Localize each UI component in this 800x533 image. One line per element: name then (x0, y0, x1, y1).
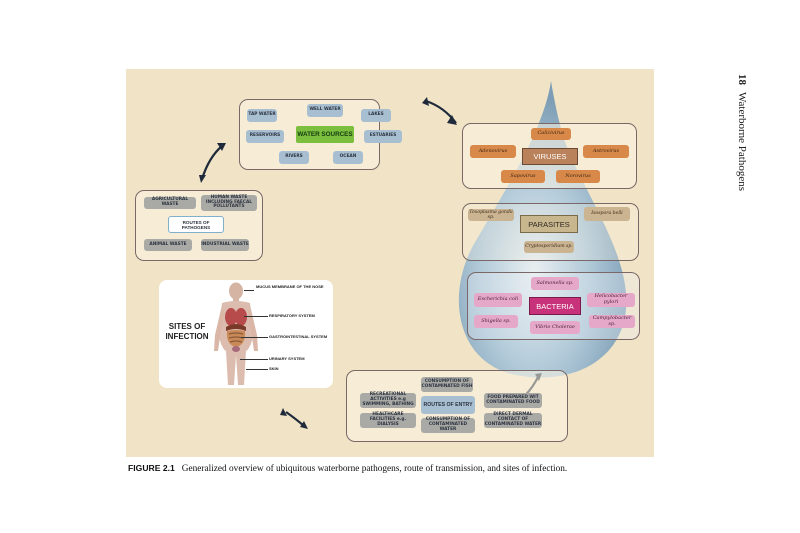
viruses-hub: VIRUSES (522, 148, 578, 165)
pathogen-route-industrial-waste: INDUSTRIAL WASTE (201, 239, 249, 251)
parasite-cryptosporidium: Cryptosporidium sp. (524, 241, 574, 253)
figure-caption: FIGURE 2.1 Generalized overview of ubiqu… (128, 463, 668, 474)
bacteria-shigella: Shigella sp. (474, 315, 518, 328)
entry-healthcare-facilities: HEALTHCARE FACILITIES e.g. DIALYSIS (360, 412, 416, 428)
site-label-urinary: URINARY SYSTEM (269, 356, 305, 361)
water-source-well-water: WELL WATER (307, 104, 343, 117)
bacteria-hub: BACTERIA (529, 297, 581, 315)
page-number: 18 (736, 74, 748, 85)
virus-norovirus: Norovirus (556, 170, 600, 183)
entry-contaminated-fish: CONSUMPTION OF CONTAMINATED FISH (421, 377, 473, 392)
leader-line-urinary (240, 359, 268, 360)
water-source-ocean: OCEAN (333, 151, 363, 164)
figure-panel: TAP WATER WELL WATER LAKES RESERVOIRS WA… (126, 69, 654, 457)
bacteria-helicobacter-pylori: Helicobacter pylori (587, 293, 635, 307)
sites-title-line1: SITES OF (168, 322, 206, 331)
entry-dermal-contact: DIRECT DERMAL CONTACT OF CONTAMINATED WA… (484, 412, 542, 428)
virus-astrovirus: Astrovirus (583, 145, 629, 158)
water-source-lakes: LAKES (361, 109, 391, 122)
virus-calicivirus: Calicivirus (531, 128, 571, 140)
bacteria-escherichia-coli: Escherichia coli (474, 293, 522, 307)
site-label-skin: SKIN (269, 366, 279, 371)
site-label-gastrointestinal: GASTROINTESTINAL SYSTEM (269, 334, 328, 339)
leader-line-nose (244, 290, 254, 291)
sites-of-infection-title: SITES OF INFECTION (164, 322, 210, 343)
virus-sapovirus: Sapovirus (501, 170, 545, 183)
water-source-tap-water: TAP WATER (247, 109, 277, 122)
routes-of-pathogens-hub: ROUTES OF PATHOGENS (168, 216, 224, 233)
site-label-respiratory: RESPIRATORY SYSTEM (269, 313, 315, 318)
routes-of-entry-hub: ROUTES OF ENTRY (421, 396, 475, 414)
parasite-toxoplasma: Toxoplasma gondii sp. (468, 209, 514, 221)
human-body-illustration (214, 282, 258, 385)
water-source-reservoirs: RESERVOIRS (246, 130, 284, 143)
water-source-estuaries: ESTUARIES (364, 130, 402, 143)
parasites-hub: PARASITES (520, 215, 578, 233)
water-source-rivers: RIVERS (279, 151, 309, 164)
pathogen-route-animal-waste: ANIMAL WASTE (144, 239, 192, 251)
water-sources-hub: WATER SOURCES (296, 126, 354, 143)
leader-line-respiratory (244, 316, 268, 317)
sites-title-line2: INFECTION (165, 332, 209, 342)
pathogen-route-human-waste: HUMAN WASTE INCLUDING FAECAL POLLUTANTS (201, 195, 257, 211)
entry-contaminated-water: CONSUMPTION OF CONTAMINATED WATER (421, 417, 475, 433)
entry-recreational-activities: RECREATIONAL ACTIVITIES e.g SWIMMING, BA… (360, 392, 416, 408)
running-header: 18Waterborne Pathogens (736, 74, 748, 191)
entry-food-prepared: FOOD PREPARED WIT CONTAMINATED FOOD (484, 393, 542, 408)
virus-adenovirus: Adenovirus (470, 145, 516, 158)
pathogen-route-agricultural-waste: AGRICULTURAL WASTE (144, 197, 196, 209)
running-header-text: Waterborne Pathogens (736, 92, 748, 191)
bacteria-salmonella: Salmonella sp. (531, 277, 579, 290)
leader-line-skin (246, 369, 268, 370)
site-label-nose: MUCUS MEMBRANE OF THE NOSE (256, 284, 324, 289)
parasite-isospora-belli: Isospora belli (584, 207, 630, 221)
leader-line-gastrointestinal (241, 337, 268, 338)
caption-label: FIGURE 2.1 (128, 463, 175, 473)
bacteria-campylobacter: Campylobacter sp. (589, 315, 635, 328)
caption-text: Generalized overview of ubiquitous water… (181, 464, 568, 474)
bacteria-vibrio-cholerae: Vibrio Cholerae (530, 321, 580, 334)
